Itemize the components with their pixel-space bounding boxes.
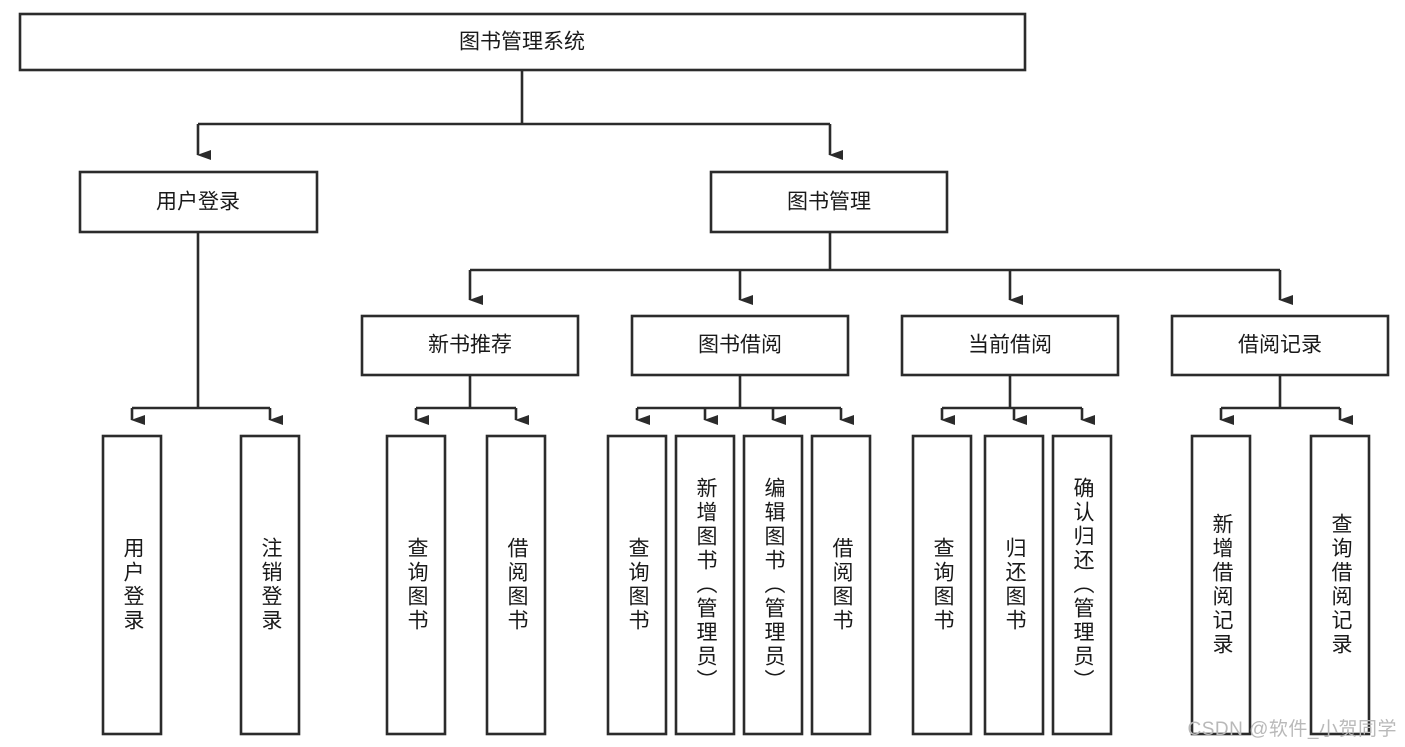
node-leaf-confirm-return-admin-box[interactable]: [1051, 434, 1113, 736]
node-new-book-recommend-label: 新书推荐: [428, 334, 512, 357]
node-root[interactable]: 图书管理系统: [18, 12, 1027, 72]
node-leaf-edit-book-admin-box[interactable]: [742, 434, 804, 736]
connector-layer: [130, 70, 1353, 425]
node-leaf-add-borrow-record-box[interactable]: [1190, 434, 1252, 736]
node-book-borrow[interactable]: 图书借阅: [630, 314, 850, 377]
node-leaf-user-logout-box[interactable]: [239, 434, 301, 736]
node-leaf-query-book-rec-box[interactable]: [385, 434, 447, 736]
node-root-label: 图书管理系统: [459, 31, 585, 54]
node-current-borrow-label: 当前借阅: [968, 334, 1052, 357]
node-current-borrow[interactable]: 当前借阅: [900, 314, 1120, 377]
node-user-login-label: 用户登录: [156, 191, 240, 214]
node-user-login-box[interactable]: [78, 170, 319, 234]
node-root-box[interactable]: [18, 12, 1027, 72]
node-book-manage-label: 图书管理: [787, 191, 871, 214]
node-borrow-record-box[interactable]: [1170, 314, 1390, 377]
node-book-manage-box[interactable]: [709, 170, 949, 234]
node-layer: 图书管理系统 用户登录 图书管理 新书推荐 图书借阅: [18, 12, 1390, 736]
node-current-borrow-box[interactable]: [900, 314, 1120, 377]
node-user-login[interactable]: 用户登录: [78, 170, 319, 234]
csdn-watermark: CSDN @软件_小贺同学: [1187, 719, 1397, 740]
node-book-borrow-box[interactable]: [630, 314, 850, 377]
node-book-borrow-label: 图书借阅: [698, 334, 782, 357]
node-new-book-recommend[interactable]: 新书推荐: [360, 314, 580, 377]
node-leaf-user-login-box[interactable]: [101, 434, 163, 736]
node-leaf-return-book-box[interactable]: [983, 434, 1045, 736]
node-leaf-add-book-admin-box[interactable]: [674, 434, 736, 736]
node-new-book-recommend-box[interactable]: [360, 314, 580, 377]
node-leaf-query-book-borrow-box[interactable]: [606, 434, 668, 736]
node-leaf-query-borrow-record-box[interactable]: [1309, 434, 1371, 736]
node-leaf-query-book-current-box[interactable]: [911, 434, 973, 736]
node-leaf-borrow-book-rec-box[interactable]: [485, 434, 547, 736]
node-borrow-record-label: 借阅记录: [1238, 334, 1322, 357]
node-borrow-record[interactable]: 借阅记录: [1170, 314, 1390, 377]
node-leaf-borrow-book-box[interactable]: [810, 434, 872, 736]
node-book-manage[interactable]: 图书管理: [709, 170, 949, 234]
